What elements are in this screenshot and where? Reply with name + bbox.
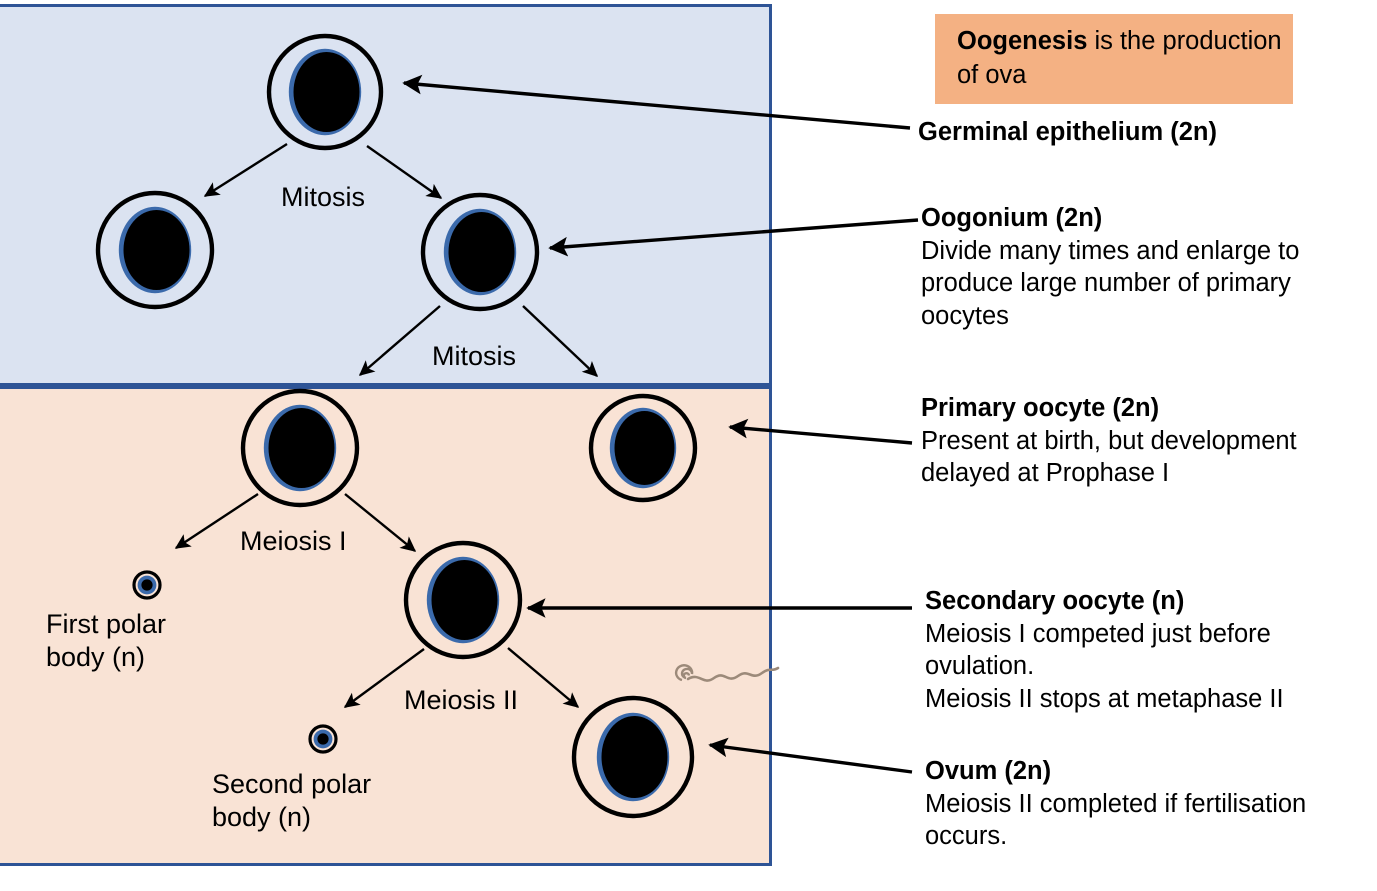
first-polar-body — [132, 570, 162, 600]
callout-secondary-oocyte: Secondary oocyte (n) Meiosis I competed … — [925, 585, 1375, 716]
callout-heading: Oogonium (2n) — [921, 204, 1103, 232]
callout-ovum: Ovum (2n) Meiosis II completed if fertil… — [925, 755, 1375, 853]
ovum-cell — [571, 695, 695, 819]
primary-oocyte-cell-right — [588, 393, 698, 503]
germinal-epithelium-pointer — [402, 74, 911, 130]
callout-germinal-epithelium: Germinal epithelium (2n) — [918, 116, 1368, 149]
polar-body-membrane — [132, 570, 162, 600]
nucleus — [601, 716, 668, 798]
callout-primary-oocyte: Primary oocyte (2n) Present at birth, bu… — [921, 392, 1373, 490]
callout-heading: Secondary oocyte (n) — [925, 587, 1185, 615]
oogonium-cell-right — [420, 192, 540, 312]
callout-body: Meiosis II completed if fertilisation oc… — [925, 789, 1307, 851]
nucleus — [268, 408, 335, 488]
callout-heading: Primary oocyte (2n) — [921, 394, 1160, 422]
label-mitosis-second: Mitosis — [432, 341, 517, 371]
oogonium-cell-left — [95, 190, 215, 310]
nucleus — [448, 212, 515, 292]
cell-membrane — [571, 695, 695, 819]
mitosis-phase-panel — [0, 4, 772, 386]
title-strong: Oogenesis — [957, 27, 1088, 55]
nucleus — [614, 411, 675, 485]
cell-membrane — [95, 190, 215, 310]
polar-body-nucleus — [317, 733, 329, 745]
label-first-polar-body: First polar body (n) — [46, 609, 167, 672]
title-rest: is the production of ova — [957, 27, 1282, 89]
label-second-polar-body: Second polar body (n) — [212, 769, 372, 832]
callout-heading: Ovum (2n) — [925, 757, 1052, 785]
cell-membrane — [420, 192, 540, 312]
callout-oogonium: Oogonium (2n) Divide many times and enla… — [921, 202, 1373, 333]
meiosis-ii-arrow-right — [507, 647, 580, 708]
meiosis-i-arrow-left — [174, 492, 259, 550]
label-meiosis-i: Meiosis I — [240, 526, 347, 556]
cell-membrane — [266, 33, 384, 151]
label-mitosis-first: Mitosis — [281, 182, 366, 212]
polar-body-membrane — [308, 724, 338, 754]
cell-membrane — [588, 393, 698, 503]
callout-body: Present at birth, but development delaye… — [921, 426, 1297, 488]
germinal-epithelium-cell — [266, 33, 384, 151]
callout-body: Meiosis I competed just before ovulation… — [925, 619, 1284, 713]
title-banner: Oogenesis is the production of ova — [935, 14, 1293, 104]
primary-oocyte-cell-left — [240, 388, 360, 508]
cell-membrane — [403, 540, 523, 660]
primary-oocyte-pointer — [728, 418, 913, 445]
nucleus — [293, 52, 360, 132]
sperm-cell — [674, 664, 780, 682]
callout-heading: Germinal epithelium (2n) — [918, 118, 1217, 146]
polar-body-nucleus — [141, 579, 153, 591]
label-meiosis-ii: Meiosis II — [404, 685, 519, 715]
second-polar-body — [308, 724, 338, 754]
mitosis-arrow-right-2 — [522, 305, 599, 377]
cell-membrane — [240, 388, 360, 508]
secondary-oocyte-cell — [403, 540, 523, 660]
meiosis-i-arrow-right — [344, 493, 417, 552]
mitosis-arrow-right-1 — [366, 145, 443, 199]
oogonium-pointer — [548, 218, 919, 257]
nucleus — [431, 560, 498, 640]
nucleus — [123, 210, 190, 290]
callout-body: Divide many times and enlarge to produce… — [921, 236, 1300, 330]
mitosis-arrow-left-1 — [203, 142, 288, 198]
ovum-pointer — [708, 737, 913, 774]
mitosis-arrow-left-2 — [358, 305, 441, 376]
meiosis-ii-arrow-left — [343, 648, 425, 708]
